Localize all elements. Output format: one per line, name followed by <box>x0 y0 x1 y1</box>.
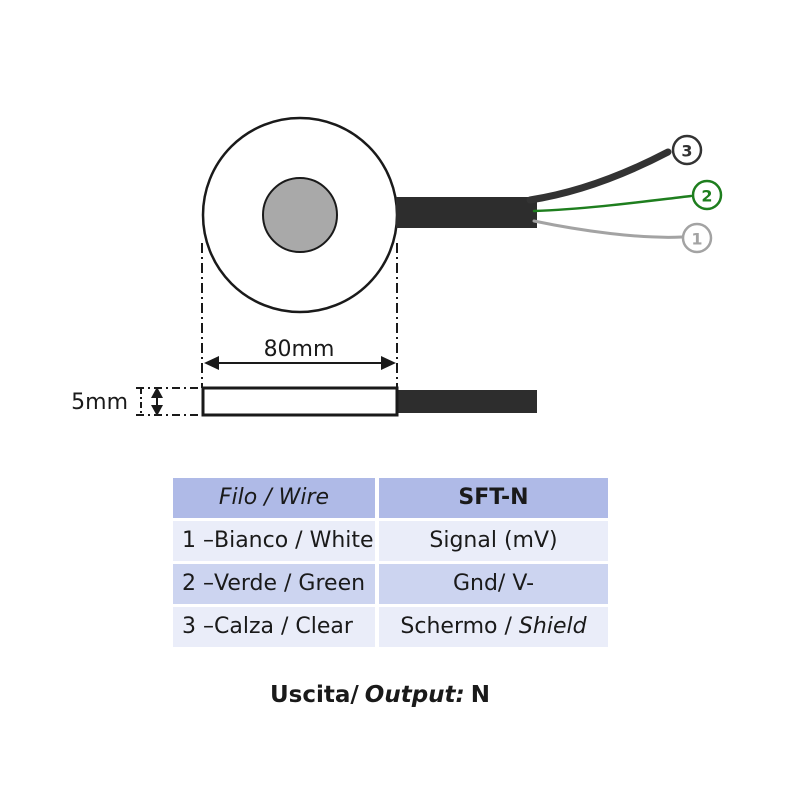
output-caption: Uscita/Output:N <box>0 682 760 708</box>
wire-badge-3-label: 3 <box>681 142 692 161</box>
arrowhead-down-icon <box>151 405 163 416</box>
table-header-row: Filo / Wire SFT-N <box>173 478 608 518</box>
arrowhead-up-icon <box>151 387 163 398</box>
cell-signal-3-italic: Shield <box>518 614 587 639</box>
wire-green <box>532 194 693 213</box>
table-row: 3 –Calza / Clear Schermo / Shield <box>173 607 608 647</box>
cell-wire-1: 1 –Bianco / White <box>173 521 375 561</box>
width-dimension: 80mm <box>204 337 396 370</box>
wiring-table: Filo / Wire SFT-N 1 –Bianco / White Sign… <box>173 478 608 650</box>
height-dimension-label: 5mm <box>71 390 128 415</box>
wire-gray <box>532 219 684 239</box>
height-dimension: 5mm <box>71 387 202 416</box>
cell-signal-2: Gnd/ V- <box>379 564 608 604</box>
cell-wire-2: 2 –Verde / Green <box>173 564 375 604</box>
cable-top-view <box>396 197 537 228</box>
header-sft-n: SFT-N <box>379 478 608 518</box>
caption-output: Output: <box>364 682 465 708</box>
wire-badge-1-label: 1 <box>691 230 702 249</box>
cell-signal-3: Schermo / Shield <box>379 607 608 647</box>
sensor-body-side-view <box>201 386 399 417</box>
header-filo-wire: Filo / Wire <box>173 478 375 518</box>
wire-badge-3: 3 <box>671 134 703 166</box>
table-row: 1 –Bianco / White Signal (mV) <box>173 521 608 561</box>
table-row: 2 –Verde / Green Gnd/ V- <box>173 564 608 604</box>
cell-signal-3-normal: Schermo / <box>400 614 512 639</box>
cell-signal-1: Signal (mV) <box>379 521 608 561</box>
width-dimension-label: 80mm <box>264 337 335 362</box>
sensor-diagram: 3 2 1 80mm 5mm <box>71 116 723 417</box>
sensor-button-disc <box>262 177 338 253</box>
wire-shield-black <box>526 148 672 204</box>
caption-uscita: Uscita/ <box>269 682 359 708</box>
caption-output-value: N <box>470 682 490 708</box>
cell-wire-3: 3 –Calza / Clear <box>173 607 375 647</box>
cable-side-view <box>396 390 537 413</box>
wire-badge-1: 1 <box>681 222 713 254</box>
wire-badge-2: 2 <box>691 179 723 211</box>
arrowhead-left-icon <box>204 356 219 370</box>
arrowhead-right-icon <box>381 356 396 370</box>
wire-badge-2-label: 2 <box>701 187 712 206</box>
